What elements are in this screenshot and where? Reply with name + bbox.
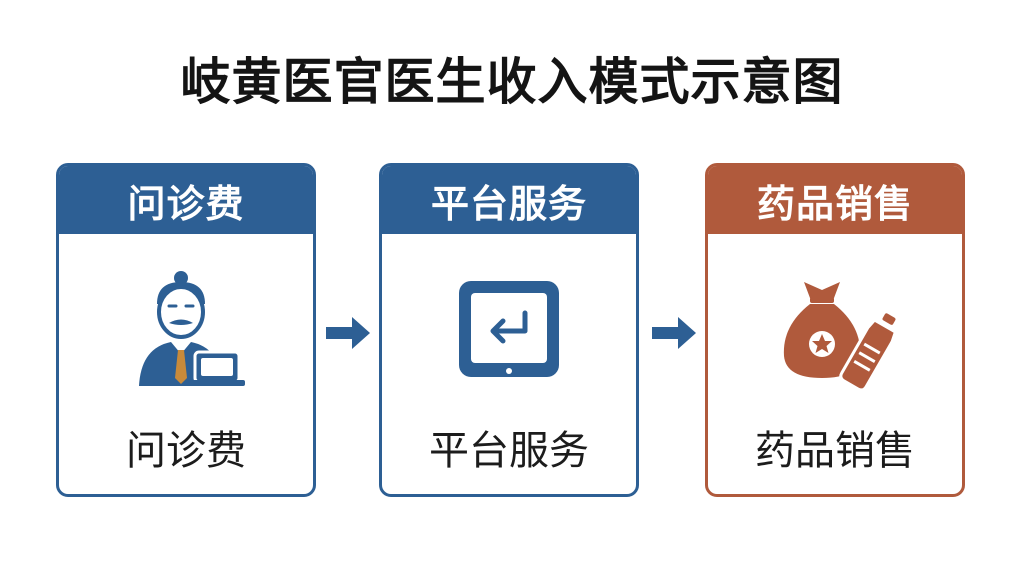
card-label: 平台服务 [429, 428, 589, 474]
arrow-right-icon [326, 317, 370, 349]
card-consultation-fee: 问诊费 问诊费 [56, 163, 316, 497]
card-label: 问诊费 [126, 428, 246, 474]
arrow-right-icon [652, 317, 696, 349]
card-label: 药品销售 [755, 428, 915, 474]
diagram-title: 岐黄医官医生收入模式示意图 [180, 53, 844, 111]
card-drug-sales: 药品销售 药品销售 [705, 163, 965, 497]
card-header: 问诊费 [59, 166, 313, 234]
doctor-laptop-icon [59, 266, 313, 396]
card-header: 平台服务 [382, 166, 636, 234]
card-header: 药品销售 [708, 166, 962, 234]
tablet-return-icon [382, 266, 636, 396]
money-bag-bottle-icon [708, 266, 962, 396]
card-platform-service: 平台服务 平台服务 [379, 163, 639, 497]
